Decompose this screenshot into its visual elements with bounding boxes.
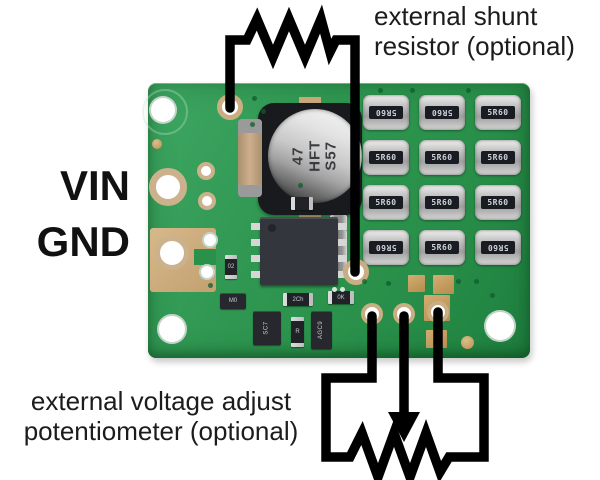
chip-component: [291, 197, 313, 210]
gold-test-point: [461, 336, 474, 349]
gold-pad: [426, 330, 447, 348]
power-resistor: 5R60: [475, 230, 521, 265]
power-resistor-label: 5R60: [481, 241, 515, 254]
power-resistor: 5R60: [363, 185, 409, 220]
power-resistor: 5R60: [419, 185, 465, 220]
chip-resistor: 0K: [328, 291, 354, 304]
silkscreen-ring: [142, 89, 188, 135]
sot23-transistor: AGC9: [311, 311, 332, 349]
power-resistor-label: 5R60: [425, 241, 459, 254]
pot-pad-left: [361, 303, 383, 325]
power-resistor-label: 5R60: [481, 196, 515, 209]
power-resistor-label: 5R60: [369, 196, 403, 209]
vin-through-hole: [149, 168, 187, 206]
gnd-pin-label: GND: [36, 218, 130, 265]
gold-test-point: [152, 139, 162, 149]
power-resistor-label: 5R60: [369, 241, 403, 254]
power-resistor-label: 5R60: [425, 151, 459, 164]
power-resistor: 5R60: [419, 230, 465, 265]
sot23-transistor: SC7: [253, 311, 281, 345]
top-annotation-line2: resistor (optional): [374, 30, 575, 61]
gnd-small-hole-2: [199, 264, 215, 280]
power-resistor-label: 5R60: [425, 196, 459, 209]
inductor-marking: 47 HFT S57: [289, 139, 340, 173]
mounting-hole-bottom-right: [484, 310, 516, 342]
vin-small-hole: [197, 162, 215, 180]
mounting-hole-bottom-left: [157, 314, 187, 344]
power-resistor: 5R60: [363, 95, 409, 130]
sot23-transistor: M0: [220, 293, 246, 309]
gnd-pad-notch: [194, 249, 216, 265]
gnd-small-hole: [202, 232, 218, 248]
power-resistor-label: 5R60: [481, 151, 515, 164]
bottom-annotation: external voltage adjust potentiometer (o…: [5, 386, 317, 447]
gnd-through-hole: [155, 236, 189, 270]
gold-pad: [433, 275, 454, 294]
power-resistor: 5R60: [475, 185, 521, 220]
pot-pad-right: [427, 301, 449, 323]
vin-small-hole-2: [198, 192, 216, 210]
power-resistor-label: 5R60: [369, 106, 403, 119]
power-resistor-array: 5R60 5R60 5R60 5R60 5R60 5R60 5R60 5R60 …: [363, 95, 521, 265]
power-resistor: 5R60: [419, 95, 465, 130]
inductor-top: 47 HFT S57: [268, 109, 362, 203]
power-resistor: 5R60: [419, 140, 465, 175]
shunt-wire-pad-left: [217, 94, 243, 120]
top-annotation-line1: external shunt: [374, 1, 538, 31]
power-resistor-label: 5R60: [369, 151, 403, 164]
vin-pin-label: VIN: [59, 162, 130, 209]
chip-resistor: 02: [225, 255, 237, 279]
chip-resistor: 2Ch: [283, 293, 313, 306]
gold-pad: [408, 275, 425, 292]
pcb-board: 47 HFT S57 5R60 5R60 5R60 5R60 5R60 5R60…: [142, 83, 530, 358]
power-resistor: 5R60: [363, 140, 409, 175]
power-resistor-label: 5R60: [481, 106, 515, 119]
soic8-ic: [251, 217, 347, 285]
chip-resistor: R: [291, 317, 304, 347]
ic-pin1-dot: [268, 224, 276, 232]
pot-wiper-arrow-icon: [388, 412, 420, 442]
top-annotation: external shunt resistor (optional): [374, 1, 600, 62]
power-resistor: 5R60: [475, 95, 521, 130]
pot-pad-wiper: [393, 303, 415, 325]
power-resistor-label: 5R60: [425, 106, 459, 119]
bottom-annotation-line1: external voltage adjust: [30, 386, 292, 416]
power-resistor: 5R60: [475, 140, 521, 175]
electrolytic-capacitor: [238, 119, 262, 197]
power-resistor: 5R60: [363, 230, 409, 265]
bottom-annotation-line2: potentiometer (optional): [23, 415, 299, 446]
